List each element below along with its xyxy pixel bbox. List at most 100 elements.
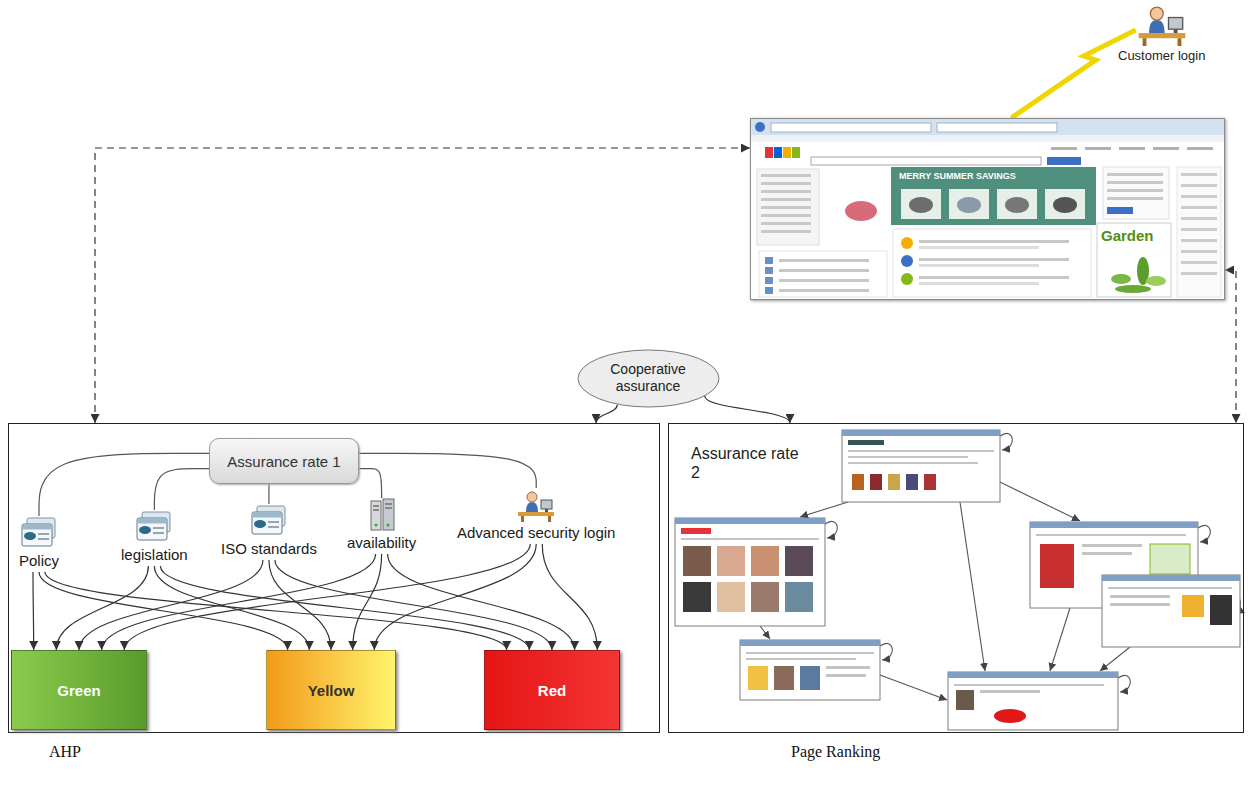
drawing-rect xyxy=(1181,173,1217,176)
drawing-rect xyxy=(1085,147,1111,150)
node-label: availability xyxy=(347,534,416,551)
drawing-rect xyxy=(1210,595,1232,625)
drawing-rect xyxy=(385,507,392,509)
drawing-rect xyxy=(761,190,811,193)
drawing-rect xyxy=(1102,575,1240,647)
drawing-rect xyxy=(842,430,1000,436)
drawing-rect xyxy=(980,690,1040,693)
drawing-rect xyxy=(1181,239,1217,242)
drawing-rect xyxy=(1153,147,1179,150)
drawing-rect xyxy=(826,666,870,669)
drawing-rect xyxy=(38,538,49,540)
drawing-rect xyxy=(252,512,282,534)
drawing-rect xyxy=(1047,157,1081,165)
arrow-connector xyxy=(269,560,331,650)
drawing-circle xyxy=(901,255,913,267)
drawing-rect xyxy=(746,652,874,654)
drawing-rect xyxy=(153,527,164,529)
drawing-rect xyxy=(740,640,880,700)
drawing-rect xyxy=(765,287,773,294)
drawing-rect xyxy=(1036,534,1186,536)
banner-text: MERRY SUMMER SAVINGS xyxy=(899,171,1016,182)
drawing-rect xyxy=(765,267,773,274)
ahp-panel: Assurance rate 1PolicylegislationISO sta… xyxy=(8,423,660,733)
drawing-rect xyxy=(137,518,167,540)
rating-box: Red xyxy=(484,650,620,730)
drawing-rect xyxy=(774,147,782,158)
node-label: ISO standards xyxy=(221,540,317,557)
drawing-rect xyxy=(1168,18,1182,30)
drawing-rect xyxy=(1181,228,1217,231)
drawing-rect xyxy=(1107,207,1133,214)
cooperative-ellipse: Cooperative assurance xyxy=(577,349,720,408)
arrow-connector xyxy=(542,544,597,650)
page-ranking-panel: Assurance rate 2Page Ranking xyxy=(668,423,1244,733)
drawing-path xyxy=(1118,675,1130,692)
drawing-rect xyxy=(717,546,745,576)
drawing-path xyxy=(1100,647,1130,671)
drawing-rect xyxy=(683,582,711,612)
drawing-rect xyxy=(22,524,52,546)
drawing-rect xyxy=(761,230,811,233)
connector-group xyxy=(33,30,1236,650)
arrow-connector xyxy=(268,484,269,504)
drawing-rect xyxy=(1181,184,1217,187)
drawing-circle xyxy=(1150,7,1163,20)
drawing-rect xyxy=(1181,272,1217,275)
drawing-path xyxy=(526,502,538,512)
drawing-rect xyxy=(848,456,968,458)
drawing-rect xyxy=(937,123,1057,132)
drawing-rect xyxy=(785,582,813,612)
drawing-rect xyxy=(919,282,1039,285)
drawing-rect xyxy=(1173,29,1177,33)
drawing-rect xyxy=(138,519,167,524)
drawing-rect xyxy=(761,174,811,177)
drawing-rect xyxy=(811,157,1041,165)
drawing-rect xyxy=(893,229,1091,297)
drawing-rect xyxy=(675,518,825,524)
drawing-path xyxy=(1198,525,1210,542)
node-label: Advanced security login xyxy=(457,524,615,541)
drawing-ellipse xyxy=(578,350,719,407)
drawing-rect xyxy=(518,512,554,516)
drawing-rect xyxy=(761,222,811,225)
drawing-rect xyxy=(901,189,941,219)
drawing-path xyxy=(880,675,947,700)
drawing-rect xyxy=(1082,552,1132,555)
drawing-rect xyxy=(1119,147,1145,150)
drawing-rect xyxy=(748,666,768,690)
drawing-rect xyxy=(906,474,918,490)
drawing-rect xyxy=(792,147,800,158)
doc-icon xyxy=(249,504,289,538)
arrow-connector xyxy=(39,453,209,516)
drawing-rect xyxy=(373,505,379,507)
drawing-rect xyxy=(373,509,379,511)
drawing-rect xyxy=(949,189,989,219)
arrow-connector xyxy=(102,554,376,650)
drawing-rect xyxy=(1110,603,1170,606)
drawing-rect xyxy=(848,462,978,464)
drawing-circle xyxy=(901,237,913,249)
drawing-ellipse xyxy=(845,201,877,221)
drawing-rect xyxy=(1181,195,1217,198)
drawing-path xyxy=(1050,608,1070,671)
drawing-rect xyxy=(383,499,394,530)
drawing-rect xyxy=(1107,197,1163,200)
drawing-circle xyxy=(386,524,389,527)
drawing-rect xyxy=(919,264,1039,267)
drawing-rect xyxy=(848,440,884,445)
drawing-rect xyxy=(681,528,711,534)
drawing-ellipse xyxy=(1005,197,1029,213)
drawing-rect xyxy=(545,509,548,512)
drawing-rect xyxy=(746,658,856,660)
drawing-rect xyxy=(779,289,869,292)
drawing-rect xyxy=(252,513,281,518)
drawing-rect xyxy=(891,167,1096,225)
arrow-connector xyxy=(154,566,309,650)
drawing-path xyxy=(1149,20,1165,33)
arrow-connector xyxy=(39,572,288,650)
drawing-rect xyxy=(1107,181,1163,184)
user-login-icon: Customer login xyxy=(1118,2,1205,63)
drawing-rect xyxy=(1138,33,1185,38)
drawing-rect xyxy=(919,240,1069,243)
